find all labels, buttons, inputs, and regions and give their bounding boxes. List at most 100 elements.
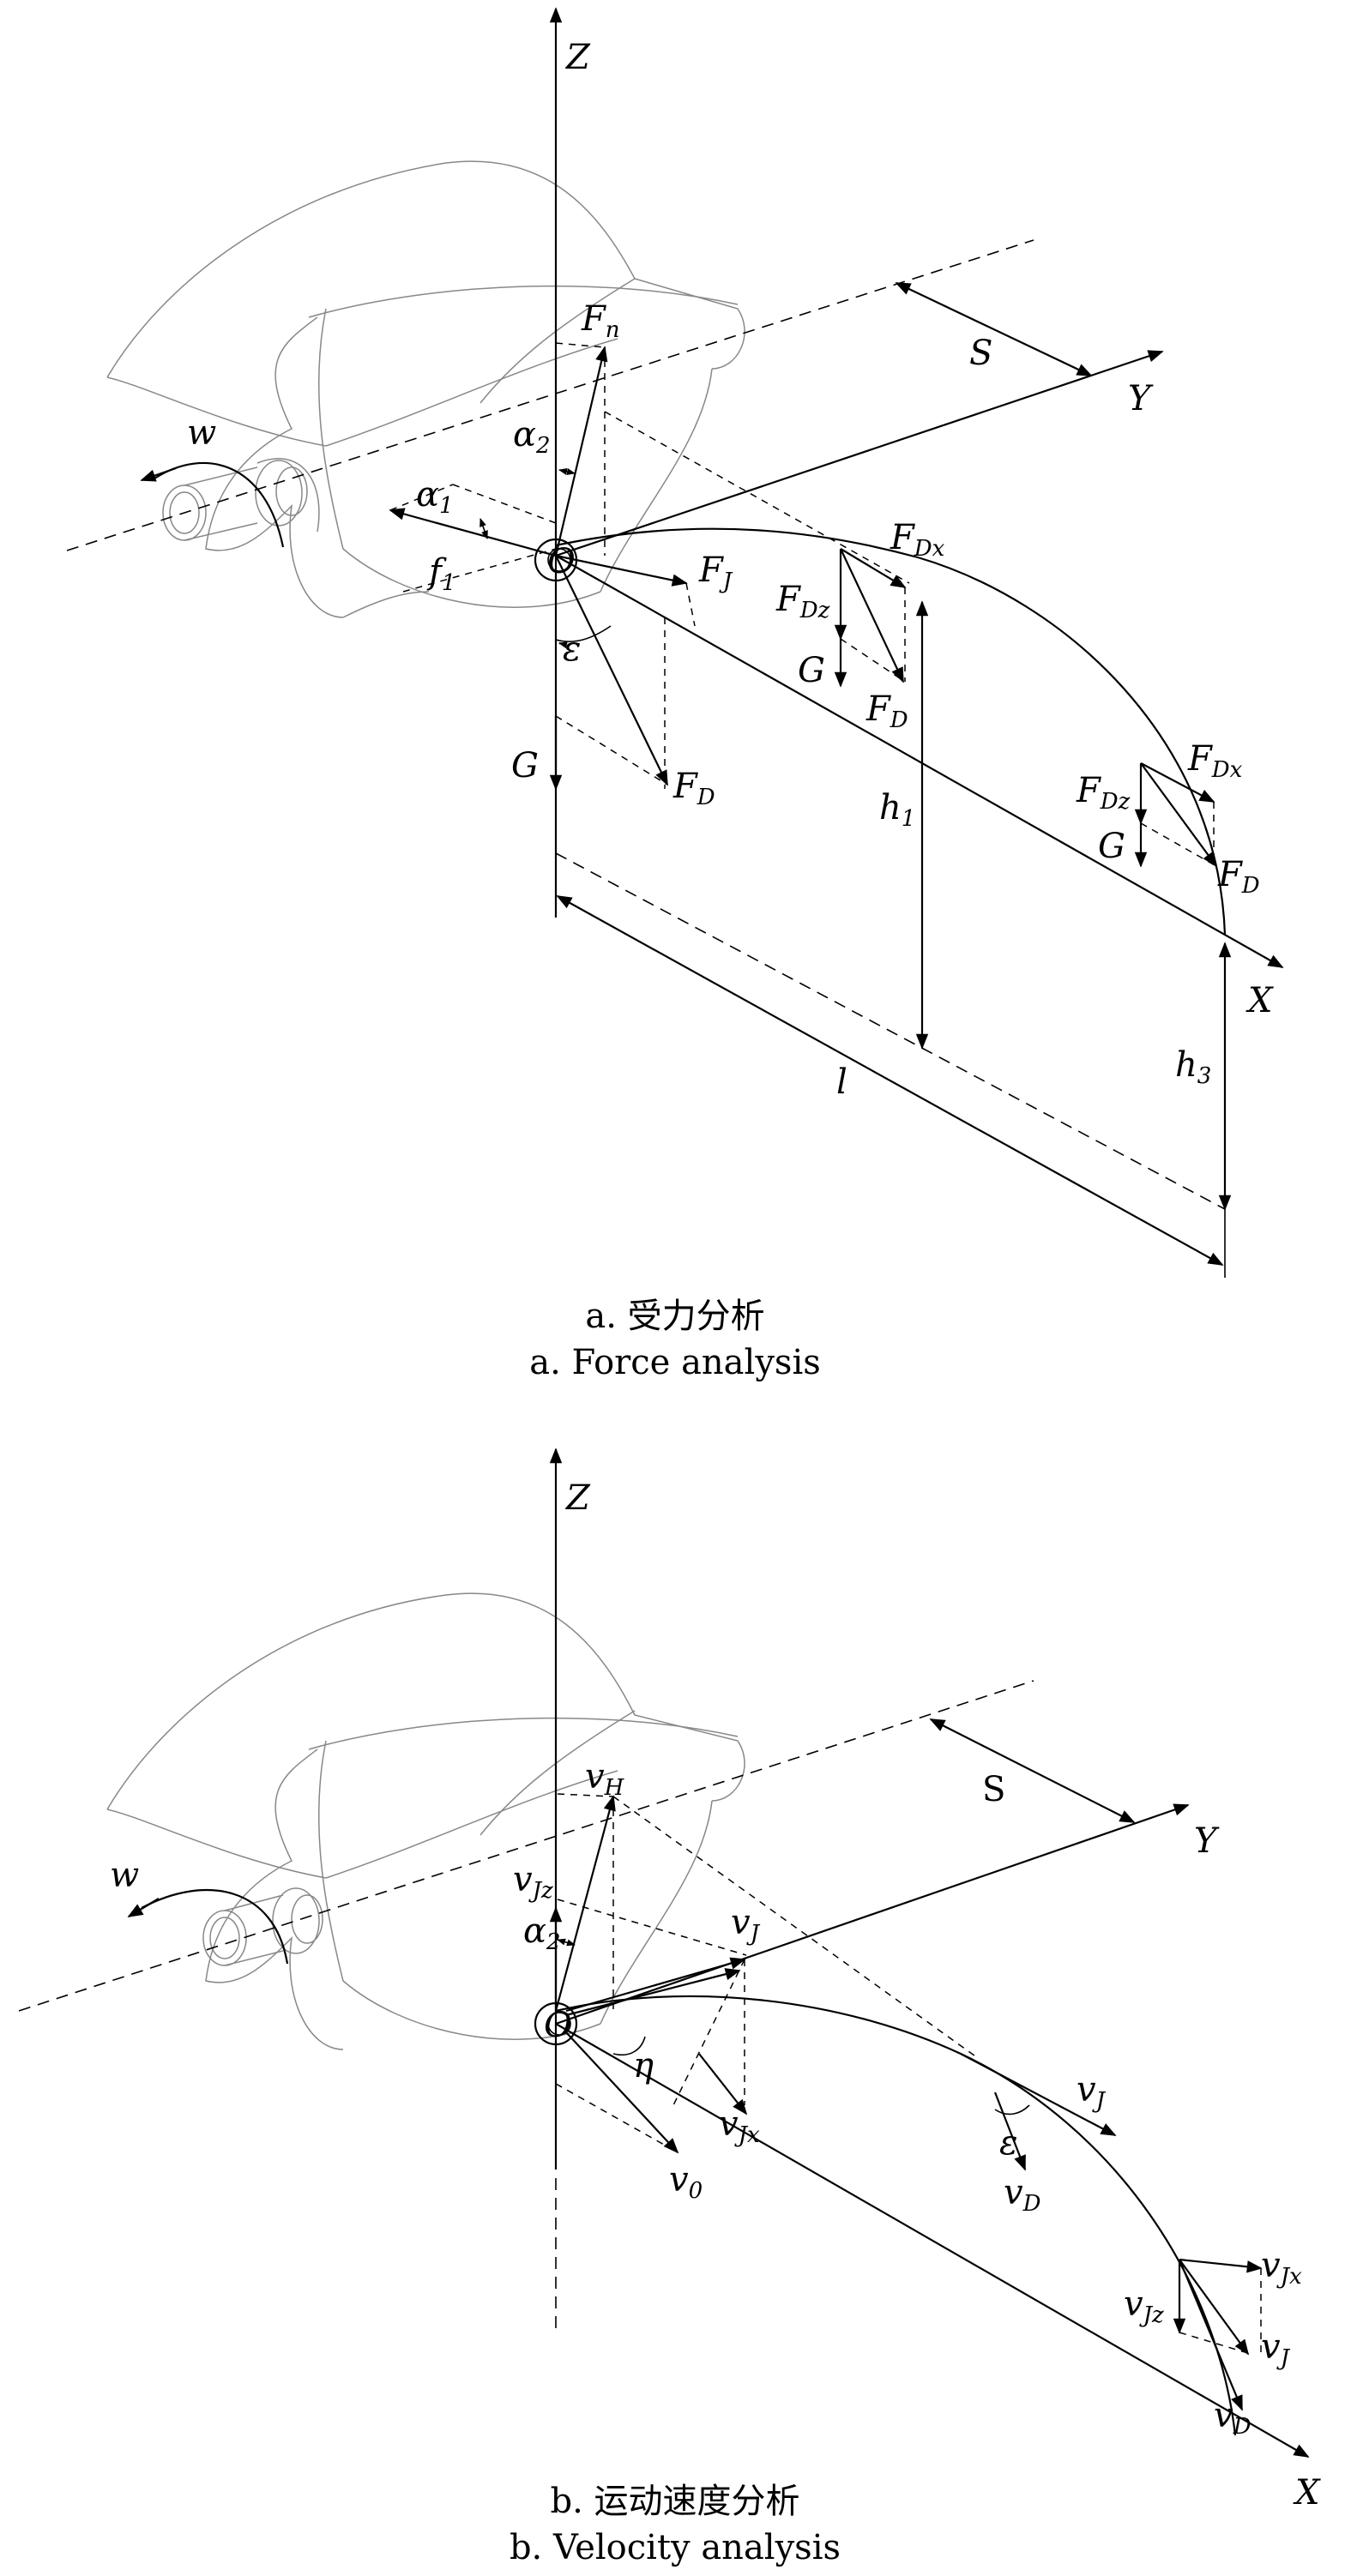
- label-fd: FD: [672, 767, 715, 810]
- vd-vector-low: [1178, 2259, 1244, 2411]
- origin-circle-inner-b: [547, 2012, 571, 2036]
- fd-dash-horizontal: [555, 715, 668, 785]
- label-vd-mid: vD: [1004, 2173, 1041, 2217]
- epsilon-arc-b: [994, 2104, 1030, 2116]
- vh-dash-horizontal: [557, 1793, 614, 1797]
- label-vd-low: vD: [1214, 2396, 1251, 2440]
- label-w-b: w: [110, 1856, 139, 1895]
- trajectory-curve-b: [555, 1995, 1237, 2436]
- vd-vector-mid: [993, 2091, 1027, 2171]
- label-alpha1: α1: [416, 475, 454, 519]
- w-rotation-arrow: [140, 466, 177, 482]
- trajectory-curve: [555, 527, 1227, 936]
- label-vj: vJ: [731, 1903, 761, 1947]
- label-fdx-2: FDx: [1187, 739, 1243, 783]
- v0-vector: [565, 2031, 679, 2154]
- alpha2-arc-b: [557, 1938, 576, 1947]
- epsilon-arc-arrow: [558, 641, 568, 649]
- panel-a-force-analysis: Z Y X S w O Fn α2 α1 f1 FJ ε G FD FDx FD…: [66, 7, 1284, 1382]
- caption-a-en: a. Force analysis: [529, 1343, 821, 1382]
- label-g-2: G: [1098, 827, 1125, 866]
- eta-arc: [612, 2036, 646, 2055]
- fd-vector-1: [840, 548, 904, 683]
- vjx-vector: [698, 2053, 748, 2116]
- ground-projection-dash: [555, 852, 1226, 1210]
- y-axis-b: [555, 1803, 1190, 2025]
- w-rotation-arrow-b: [127, 1898, 160, 1917]
- label-fd-2: FD: [1217, 855, 1260, 899]
- fj-vector: [555, 554, 688, 587]
- label-h1: h1: [879, 788, 915, 832]
- axes-a: [66, 7, 1284, 968]
- label-fn: Fn: [581, 299, 620, 343]
- label-epsilon-b: ε: [999, 2123, 1017, 2163]
- fn-vector: [554, 346, 608, 557]
- x-axis-b: [555, 2023, 1310, 2458]
- label-s: S: [969, 334, 992, 373]
- label-y-b: Y: [1194, 1821, 1220, 1861]
- label-fdz-2: FDz: [1076, 771, 1131, 815]
- vh-projection-dash: [612, 1796, 979, 2059]
- label-s-b: S: [982, 1770, 1005, 1809]
- label-fdz-1: FDz: [775, 580, 830, 623]
- label-w: w: [187, 413, 216, 453]
- label-vj-mid: vJ: [1077, 2070, 1107, 2114]
- l-dimension: [556, 895, 1224, 1266]
- label-fdx-1: FDx: [890, 518, 945, 562]
- s-dimension-b: [929, 1718, 1136, 1823]
- label-l: l: [836, 1062, 847, 1102]
- vj-vector: [565, 1957, 746, 2013]
- fd2-dash-horizontal: [1140, 822, 1217, 867]
- rotor-machine-outline: [106, 160, 745, 618]
- label-epsilon: ε: [563, 629, 581, 669]
- s-dimension: [895, 282, 1093, 376]
- fd-vector-2: [1140, 762, 1218, 868]
- vj-dash-diagonal: [672, 1959, 745, 2106]
- label-z: Z: [564, 38, 591, 77]
- rotor-machine-outline-b: [106, 1592, 745, 2050]
- label-vjx: vJx: [719, 2104, 760, 2148]
- w-rotation-arc: [154, 461, 285, 548]
- caption-b-en: b. Velocity analysis: [510, 2528, 841, 2567]
- caption-a-cn: a. 受力分析: [585, 1297, 764, 1336]
- label-alpha2: α2: [513, 415, 551, 459]
- label-fd-1: FD: [865, 689, 908, 733]
- f1-dash: [402, 548, 557, 593]
- origin-circle-inner: [547, 548, 571, 572]
- vh-vector: [554, 1795, 616, 2012]
- caption-b-cn: b. 运动速度分析: [550, 2482, 799, 2521]
- fdx-vector-2: [1140, 762, 1215, 803]
- label-f1: f1: [426, 552, 455, 596]
- label-alpha2-b: α2: [523, 1911, 561, 1955]
- v0-dash: [555, 2083, 679, 2153]
- alpha1-arc: [479, 518, 488, 539]
- fj-dash: [685, 582, 696, 627]
- label-h3: h3: [1175, 1045, 1211, 1089]
- label-vjz: vJz: [513, 1860, 553, 1904]
- label-vjz-low: vJz: [1124, 2284, 1164, 2328]
- vjz-dash: [557, 1899, 747, 1956]
- epsilon-arc: [555, 625, 612, 642]
- vj-vector-mid: [960, 2053, 1117, 2136]
- label-y: Y: [1128, 379, 1154, 418]
- label-vj-low: vJ: [1261, 2327, 1291, 2371]
- label-eta: η: [633, 2046, 654, 2085]
- label-z-b: Z: [564, 1478, 591, 1518]
- rotation-axis-dashed-b: [18, 1680, 1034, 2012]
- alpha2-arc: [558, 468, 576, 475]
- label-v0: v0: [669, 2160, 703, 2204]
- label-x: X: [1245, 981, 1274, 1020]
- fd-vector: [555, 555, 668, 786]
- alpha1-dash-a: [389, 484, 454, 511]
- fn-dash-horizontal: [555, 342, 606, 348]
- label-x-b: X: [1293, 2473, 1321, 2513]
- vj-vector-2: [565, 1968, 741, 2017]
- alpha1-dash-b: [452, 484, 557, 524]
- label-g-1: G: [798, 651, 825, 690]
- w-rotation-arc-b: [141, 1888, 289, 1965]
- alpha1-force-vector: [389, 508, 557, 557]
- panel-b-velocity-analysis: Z Y X S w O vH vJz α2 vJ η vJx v0 ε vJ v…: [18, 1447, 1321, 2567]
- fn-projection-dash: [604, 411, 910, 584]
- vj-vector-low: [1179, 2259, 1250, 2356]
